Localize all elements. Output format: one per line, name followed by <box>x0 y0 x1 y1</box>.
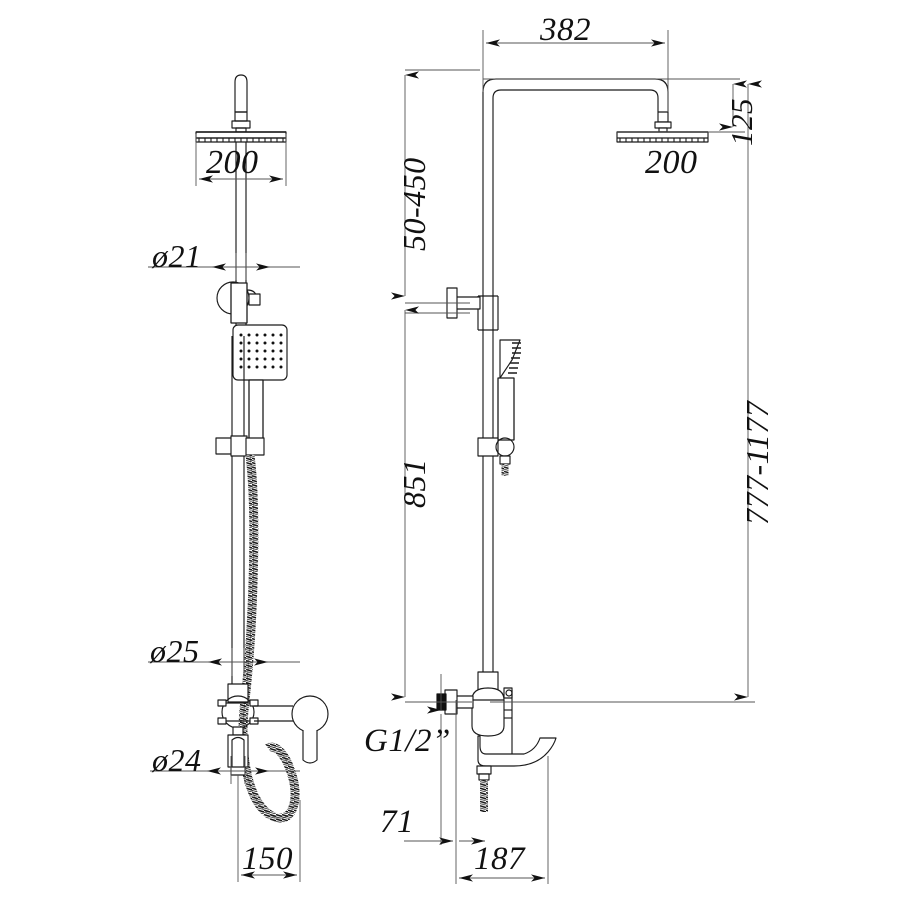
dim-label-lower-riser-diameter: ø25 <box>150 633 200 669</box>
dim-label-riser-diameter: ø21 <box>152 238 202 274</box>
side-view-dimensions <box>391 30 762 884</box>
dim-label-wall-offset: 71 <box>380 804 414 840</box>
dim-label-outlet-diameter: ø24 <box>152 742 202 778</box>
ext-line <box>235 253 247 280</box>
ext-line <box>230 756 246 784</box>
side-riser <box>477 296 499 688</box>
dim-label-mixer-height: 851 <box>396 458 432 509</box>
front-hand-shower <box>232 324 288 443</box>
front-slider-bracket <box>215 435 265 457</box>
dim-label-arm-reach: 382 <box>540 12 591 48</box>
dim-label-head-width: 200 <box>206 144 259 181</box>
side-hand-shower <box>497 339 521 441</box>
side-head-nipple <box>654 111 672 133</box>
front-view-dimensions <box>148 134 301 882</box>
front-flex-hose <box>238 454 300 823</box>
front-shower-head <box>195 131 287 143</box>
front-head-nipple <box>231 74 251 133</box>
dim-label-base-width: 150 <box>242 841 293 877</box>
front-diverter <box>216 281 261 324</box>
front-view-geometry <box>195 74 329 823</box>
dim-label-slider-travel: 50-450 <box>396 157 432 251</box>
dim-label-spout-reach: 187 <box>474 841 525 877</box>
side-hand-shower-teeth <box>508 342 521 374</box>
dim-label-head-width-side: 200 <box>645 144 698 181</box>
dim-label-thread: G1/2” <box>364 723 451 759</box>
front-riser-lower <box>231 336 245 690</box>
side-slider-holder <box>446 287 498 331</box>
dim-label-arm-drop: 125 <box>724 98 759 146</box>
side-shower-head <box>616 131 709 143</box>
side-mixer-body <box>436 671 557 781</box>
front-hand-shower-holes <box>239 333 283 369</box>
dim-label-overall-height: 777-1177 <box>739 400 775 525</box>
front-mixer-body <box>217 683 329 776</box>
